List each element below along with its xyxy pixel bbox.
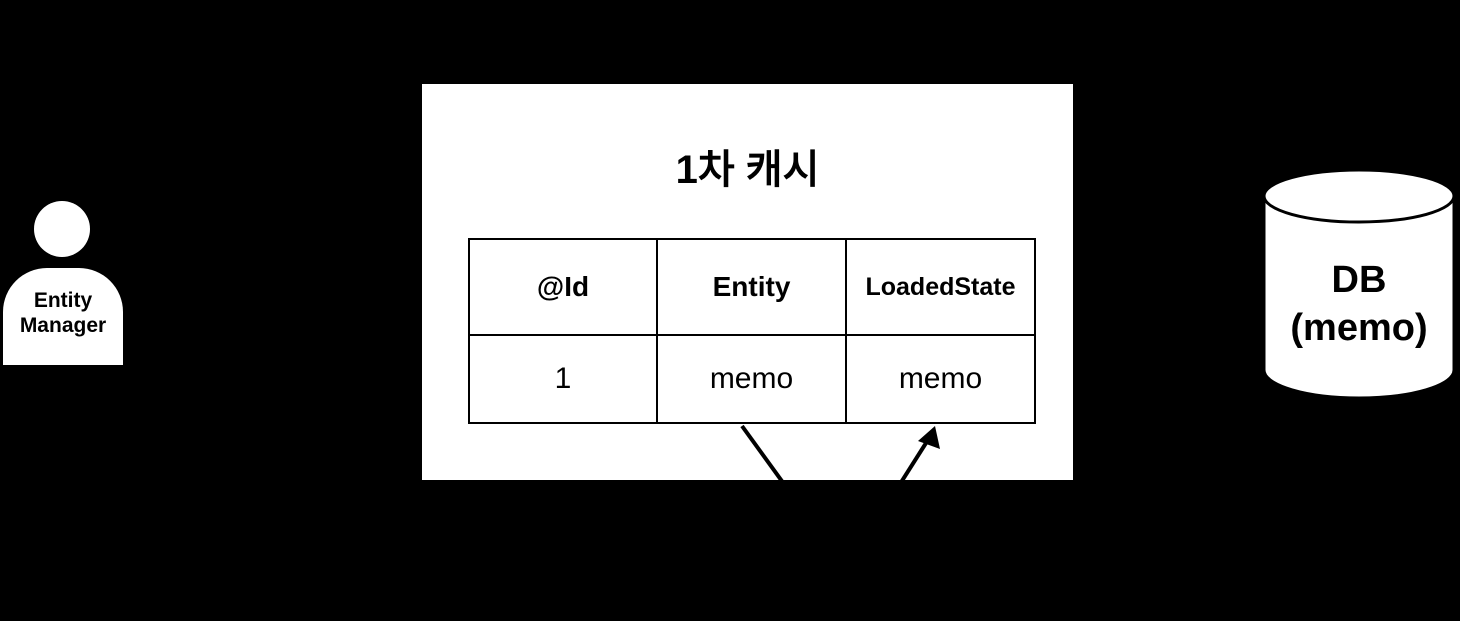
cell-entity: memo [656,334,847,424]
database-label-line1: DB [1331,259,1387,301]
table-row: 1 memo memo [468,334,1036,424]
column-header-id: @Id [468,238,658,336]
actor-body: Entity Manager [3,268,123,365]
cache-table: @Id Entity LoadedState 1 memo memo [468,238,1036,424]
table-header-row: @Id Entity LoadedState [468,238,1036,336]
database-label: DB (memo) [1262,256,1456,352]
actor-label-line2: Manager [19,314,107,337]
cache-title: 1차 캐시 [675,148,820,192]
database-label-line2: (memo) [1290,307,1428,349]
loadedstate-connector-line [900,430,935,480]
column-header-entity: Entity [656,238,847,336]
database-cylinder: DB (memo) [1262,168,1456,400]
cell-id: 1 [468,334,658,424]
cell-loadedstate: memo [845,334,1036,424]
cylinder-shape-icon [1262,168,1456,400]
loadedstate-arrowhead-icon [918,426,940,449]
actor-label-line1: Entity [33,289,93,312]
first-level-cache-box: 1차 캐시 @Id Entity LoadedState 1 memo memo [422,84,1073,480]
actor-head-icon [34,201,90,257]
column-header-loadedstate: LoadedState [845,238,1036,336]
actor-entity-manager: Entity Manager [0,195,130,370]
entity-connector-line [740,424,784,480]
